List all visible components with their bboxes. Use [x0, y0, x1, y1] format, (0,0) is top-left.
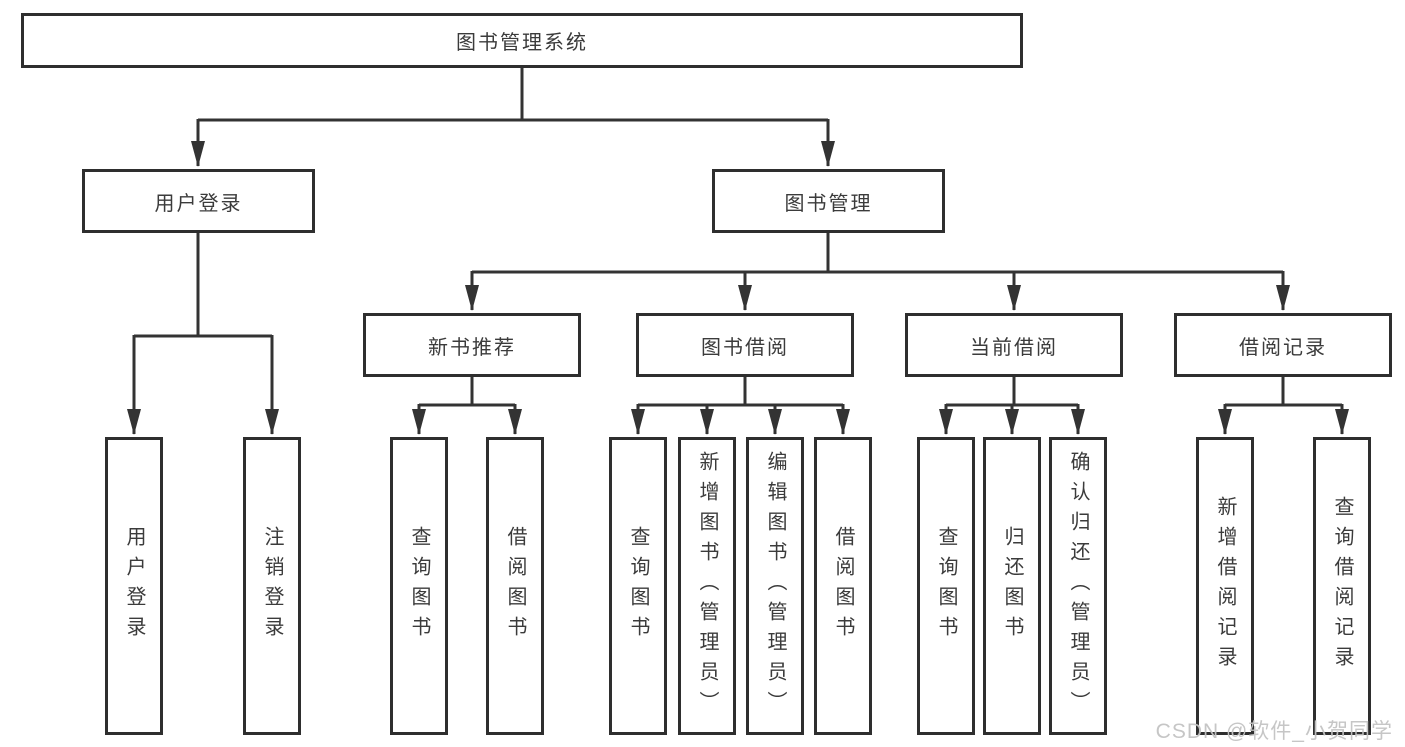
leaf-add-book-admin-label: 新增图书（管理员）	[696, 451, 718, 721]
leaf-add-borrow-record-label: 新增借阅记录	[1214, 496, 1236, 676]
leaf-user-login: 用户登录	[105, 437, 163, 735]
leaf-query-borrow-record-label: 查询借阅记录	[1331, 496, 1353, 676]
node-book-borrow: 图书借阅	[636, 313, 854, 377]
node-user-login: 用户登录	[82, 169, 315, 233]
connector-root-to-level2	[191, 68, 835, 167]
leaf-borrow-book-recommend-label: 借阅图书	[504, 526, 526, 646]
connector-book-borrow-group	[631, 377, 850, 435]
leaf-query-book-recommend-label: 查询图书	[408, 526, 430, 646]
leaf-borrow-book-label: 借阅图书	[832, 526, 854, 646]
node-book-borrow-label: 图书借阅	[701, 336, 789, 359]
connector-borrow-record-group	[1218, 377, 1349, 435]
leaf-user-login-label: 用户登录	[123, 526, 145, 646]
leaf-query-book-recommend: 查询图书	[390, 437, 448, 735]
node-borrow-record-label: 借阅记录	[1239, 336, 1327, 359]
leaf-borrow-book-recommend: 借阅图书	[486, 437, 544, 735]
node-book-management: 图书管理	[712, 169, 945, 233]
node-borrow-record: 借阅记录	[1174, 313, 1392, 377]
leaf-borrow-book: 借阅图书	[814, 437, 872, 735]
leaf-edit-book-admin: 编辑图书（管理员）	[746, 437, 804, 735]
node-book-management-label: 图书管理	[784, 192, 873, 215]
node-new-book-recommend: 新书推荐	[363, 313, 581, 377]
node-current-borrow-label: 当前借阅	[970, 336, 1058, 359]
leaf-return-book-label: 归还图书	[1001, 526, 1023, 646]
leaf-query-book-current-label: 查询图书	[935, 526, 957, 646]
connector-user-login-branch	[127, 233, 279, 435]
leaf-query-book-borrow-label: 查询图书	[627, 526, 649, 646]
leaf-add-borrow-record: 新增借阅记录	[1196, 437, 1254, 735]
leaf-query-borrow-record: 查询借阅记录	[1313, 437, 1371, 735]
leaf-query-book-borrow: 查询图书	[609, 437, 667, 735]
leaf-logout: 注销登录	[243, 437, 301, 735]
connector-book-management-branch	[465, 233, 1290, 311]
leaf-confirm-return-admin: 确认归还（管理员）	[1049, 437, 1107, 735]
node-current-borrow: 当前借阅	[905, 313, 1123, 377]
leaf-query-book-current: 查询图书	[917, 437, 975, 735]
node-user-login-label: 用户登录	[154, 192, 243, 215]
watermark: CSDN @软件_小贺同学	[1155, 720, 1393, 743]
leaf-return-book: 归还图书	[983, 437, 1041, 735]
node-root-label: 图书管理系统	[456, 32, 588, 54]
node-new-book-recommend-label: 新书推荐	[428, 336, 516, 359]
leaf-logout-label: 注销登录	[261, 526, 283, 646]
leaf-edit-book-admin-label: 编辑图书（管理员）	[764, 451, 786, 721]
node-root: 图书管理系统	[21, 13, 1023, 68]
connector-current-borrow-group	[939, 377, 1085, 435]
leaf-add-book-admin: 新增图书（管理员）	[678, 437, 736, 735]
leaf-confirm-return-admin-label: 确认归还（管理员）	[1067, 451, 1089, 721]
connector-new-book-group	[412, 377, 522, 435]
